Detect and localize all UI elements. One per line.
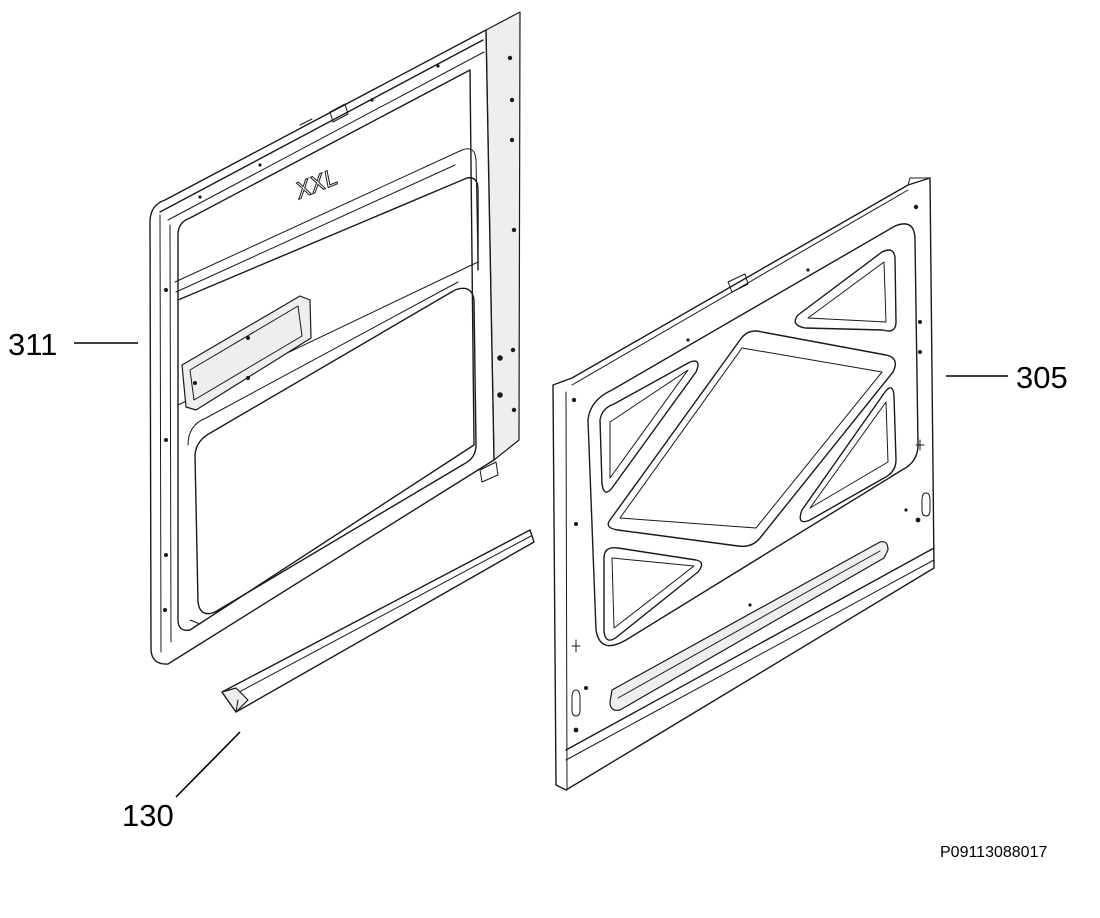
drawing-code: P09113088017: [940, 844, 1047, 861]
inner-door-panel: XXL: [149, 11, 521, 665]
callout-305: 305: [1016, 360, 1068, 395]
seal-strip: [221, 529, 535, 713]
callout-130: 130: [122, 798, 174, 833]
callout-311: 311: [8, 327, 57, 362]
leader-130: [175, 731, 241, 798]
outer-door-panel: [552, 177, 935, 791]
